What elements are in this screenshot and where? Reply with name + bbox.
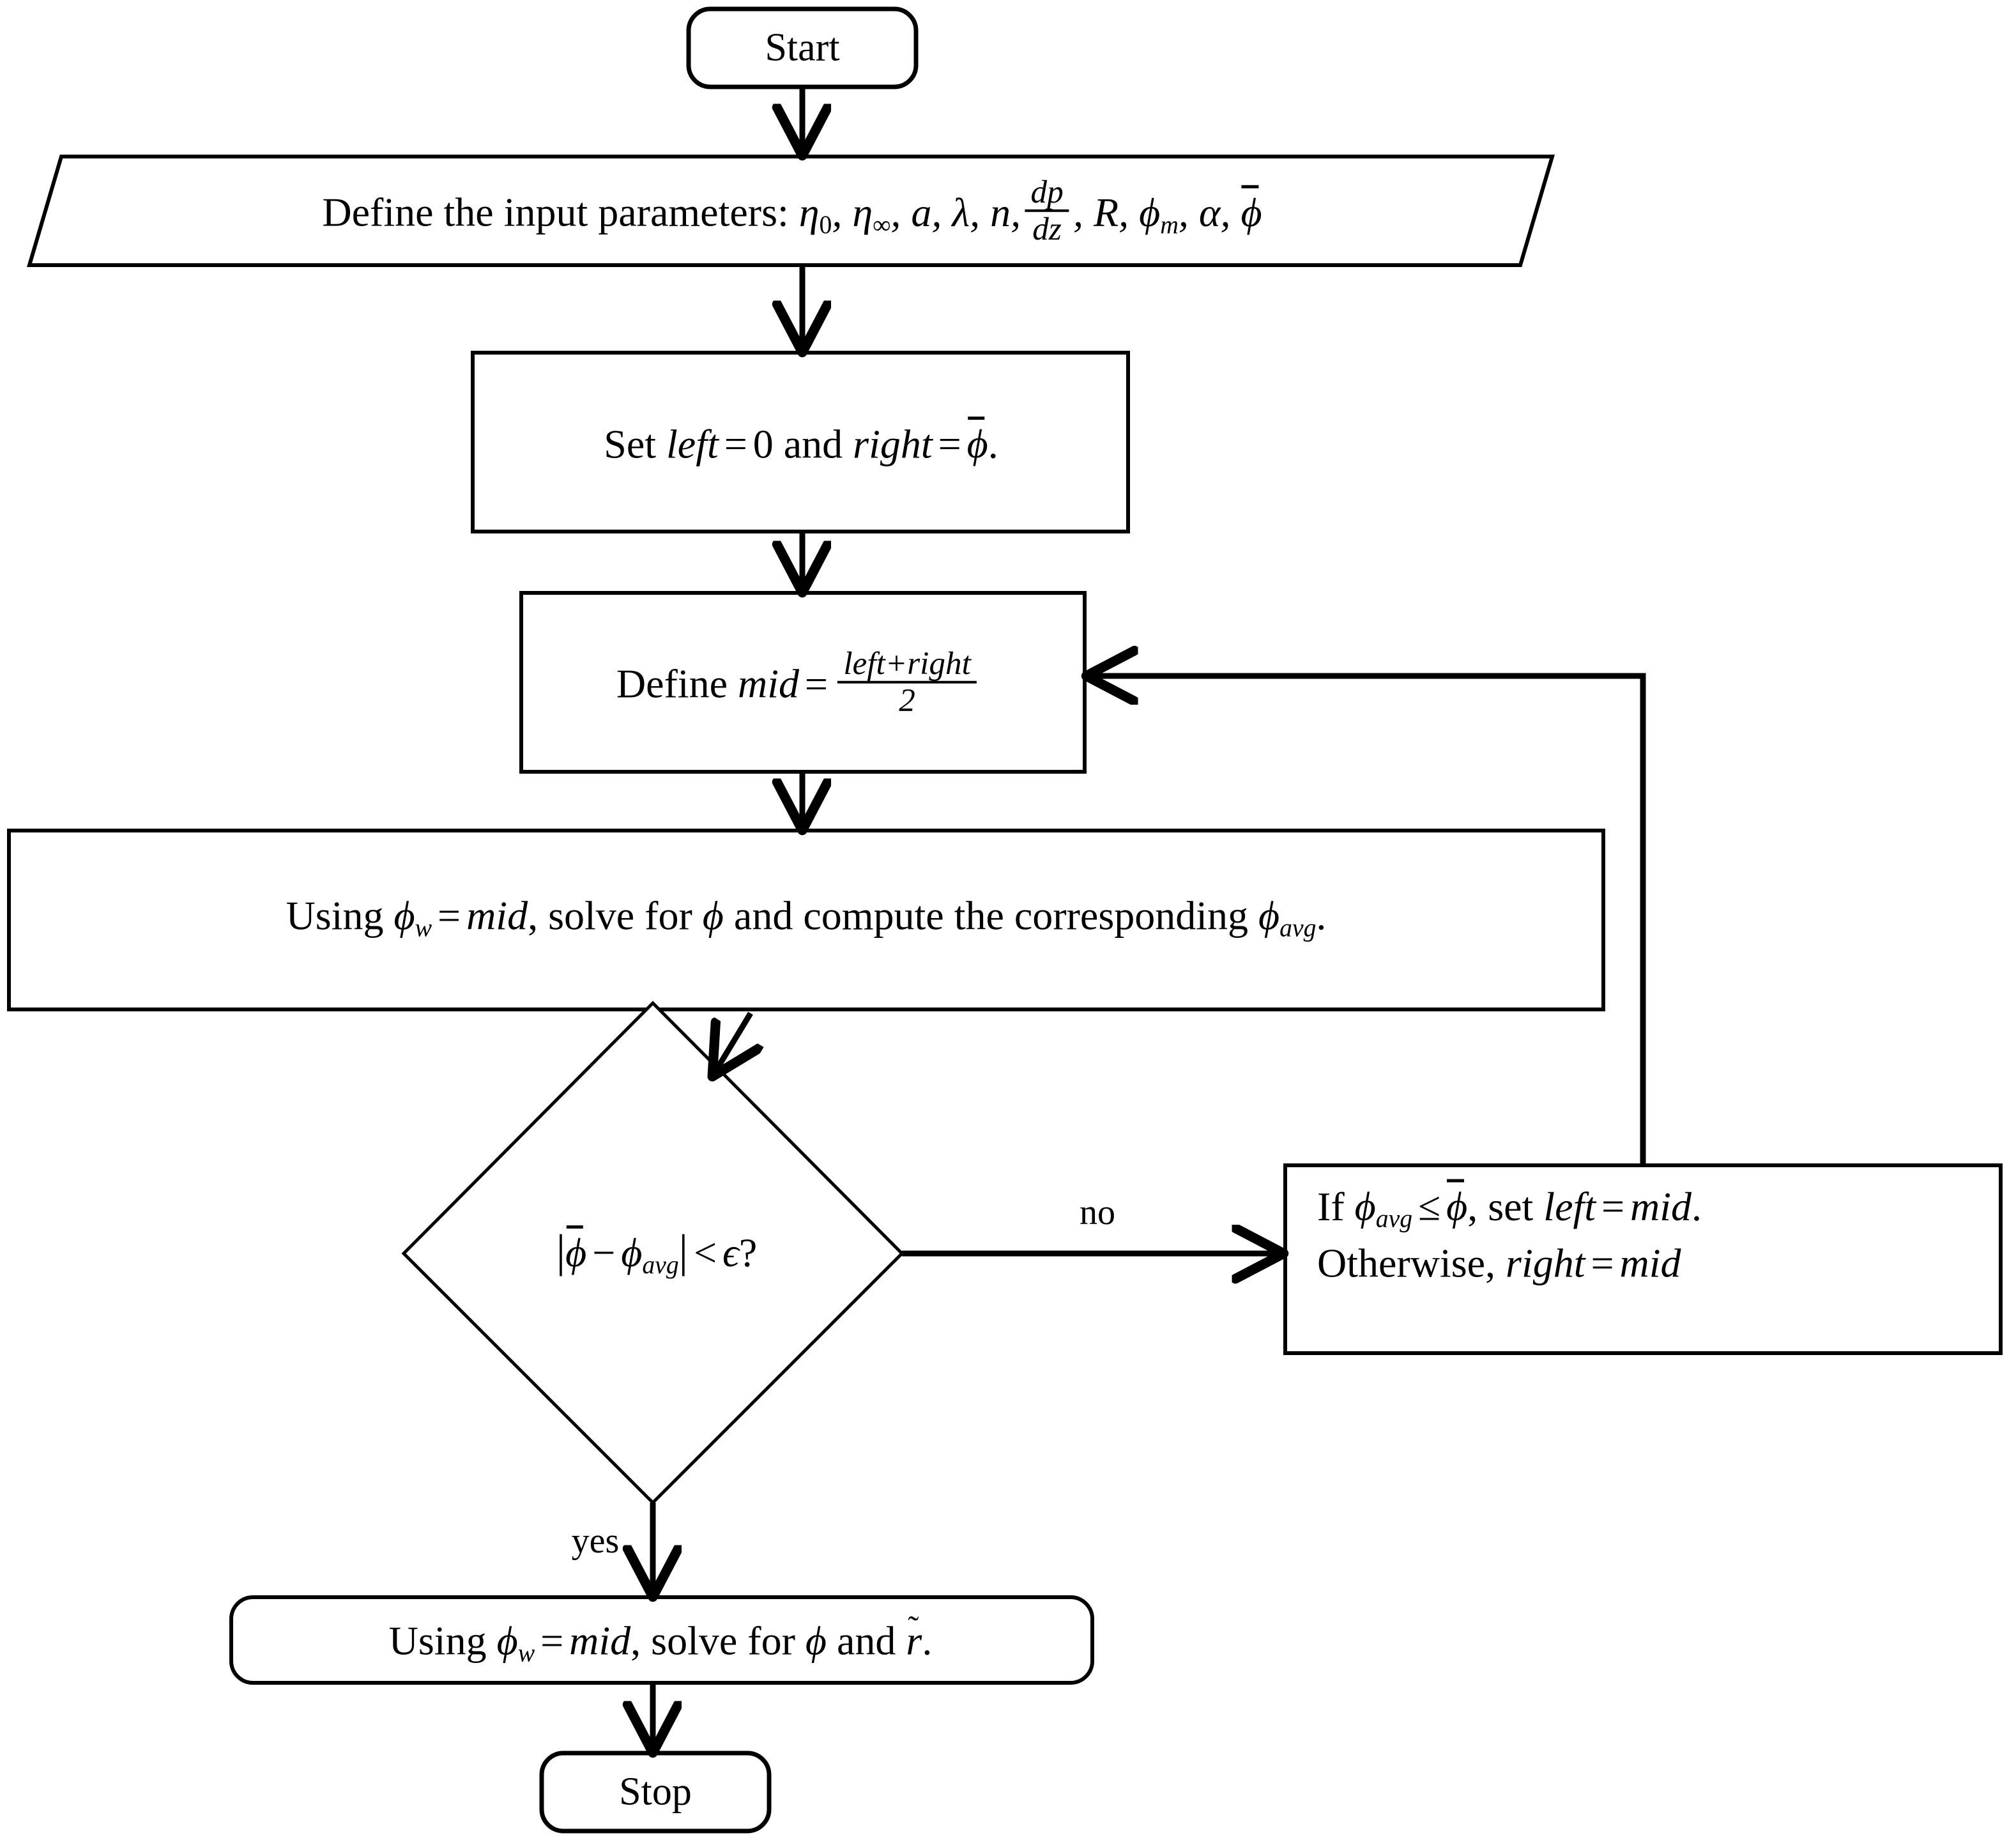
input-parameters-node-label: Define the input parameters: η0, η∞, a, …: [322, 173, 1262, 248]
final-solve-node-label: Using ϕw=mid, solve for ϕ and ˜r.: [389, 1610, 933, 1668]
final-solve-var-rtilde: r: [906, 1618, 922, 1664]
edge-label-no: no: [1080, 1192, 1115, 1232]
phi-bar-glyph: ϕ: [1446, 1179, 1467, 1231]
final-solve-var-phiw: ϕw: [496, 1618, 535, 1667]
decision-lt: <: [693, 1230, 717, 1276]
update-bounds-mid2: mid: [1619, 1240, 1681, 1286]
solve-phi-sub-avg: avg: [1279, 914, 1317, 942]
solve-phi-seg3: and compute the corresponding: [733, 893, 1249, 939]
define-mid-numerator: left+right: [837, 647, 977, 684]
phi-bar-glyph: ϕ: [967, 416, 988, 468]
input-parameters-prefix: Define the input parameters:: [322, 189, 789, 235]
update-bounds-eq2: =: [1591, 1240, 1614, 1286]
decision-node-label: |ϕ−ϕavg|<ϵ?: [556, 1224, 757, 1280]
update-bounds-left: left: [1543, 1183, 1596, 1229]
set-bounds-val-left: 0: [752, 421, 774, 467]
update-bounds-otherwise: Otherwise,: [1317, 1240, 1496, 1286]
update-bounds-line-2: Otherwise, right=mid: [1317, 1239, 1702, 1288]
define-mid-denominator: 2: [899, 682, 915, 719]
decision-sub-avg: avg: [642, 1251, 679, 1280]
set-bounds-node-label: Set left=0 and right=ϕ.: [604, 416, 998, 468]
update-bounds-line-1: If ϕavg≤ϕ, set left=mid.: [1317, 1179, 1702, 1234]
define-mid-eq: =: [804, 661, 829, 707]
r-tilde-glyph: ˜r: [906, 1610, 922, 1665]
edge-update-bounds-to-define-mid: [1088, 676, 1646, 1165]
input-parameters-node-shape: [26, 155, 1555, 267]
solve-phi-var-phi: ϕ: [702, 893, 724, 939]
final-solve-seg1: Using: [388, 1618, 487, 1664]
final-solve-seg2: , solve for: [630, 1618, 795, 1664]
set-bounds-var-left: left: [666, 421, 719, 467]
solve-phi-var-phiavg: ϕavg: [1258, 893, 1317, 942]
solve-phi-seg1: Using: [286, 893, 384, 939]
phi-bar-glyph: ϕ: [1241, 184, 1262, 236]
final-solve-var-mid: mid: [569, 1618, 631, 1664]
decision-question: ?: [738, 1230, 758, 1276]
decision-bar-close: |: [678, 1225, 689, 1277]
update-bounds-phi-avg: ϕavg: [1354, 1183, 1413, 1234]
define-mid-pre: Define: [616, 661, 728, 707]
phi-bar-glyph: ϕ: [565, 1225, 586, 1277]
solve-phi-sub-w: w: [415, 914, 432, 942]
solve-phi-node-label: Using ϕw=mid, solve for ϕ and compute th…: [286, 892, 1327, 944]
edge-solve-phi-to-decision: [714, 1011, 751, 1075]
update-bounds-if: If: [1317, 1183, 1345, 1229]
final-solve-sub-w: w: [517, 1639, 535, 1667]
set-bounds-var-right: right: [853, 421, 933, 467]
decision-epsilon: ϵ: [722, 1230, 739, 1276]
update-bounds-mid1: mid: [1630, 1183, 1692, 1229]
set-bounds-period: .: [988, 421, 998, 467]
set-bounds-eq2: =: [938, 421, 961, 467]
define-mid-var: mid: [737, 661, 799, 707]
set-bounds-conj: and: [783, 421, 843, 467]
decision-minus: −: [592, 1230, 616, 1276]
stop-node-label: Stop: [619, 1770, 692, 1814]
solve-phi-eq: =: [438, 893, 461, 939]
update-bounds-le: ≤: [1417, 1183, 1441, 1229]
update-bounds-sub-avg: avg: [1375, 1205, 1413, 1234]
update-bounds-eq1: =: [1601, 1183, 1625, 1229]
final-solve-var-phi: ϕ: [805, 1618, 827, 1664]
solve-phi-var-mid: mid: [466, 893, 528, 939]
set-bounds-node-shape: [471, 351, 1130, 533]
decision-bar-open: |: [556, 1225, 566, 1277]
update-bounds-period: .: [1691, 1183, 1702, 1229]
final-solve-eq: =: [540, 1618, 564, 1664]
update-bounds-right: right: [1506, 1240, 1585, 1286]
final-solve-period: .: [922, 1618, 933, 1664]
set-bounds-eq1: =: [724, 421, 747, 467]
solve-phi-node-shape: [7, 829, 1605, 1011]
final-solve-seg3: and: [837, 1618, 896, 1664]
solve-phi-var-phiw: ϕw: [393, 893, 432, 942]
edge-label-yes: yes: [571, 1521, 620, 1561]
update-bounds-node-label: If ϕavg≤ϕ, set left=mid. Otherwise, righ…: [1317, 1179, 1702, 1288]
solve-phi-period: .: [1316, 893, 1327, 939]
update-bounds-comma-set: , set: [1467, 1183, 1534, 1229]
start-node-label: Start: [765, 26, 840, 70]
solve-phi-seg2: , solve for: [528, 893, 692, 939]
decision-phi-avg: ϕavg: [621, 1230, 679, 1280]
set-bounds-pre: Set: [604, 421, 657, 467]
